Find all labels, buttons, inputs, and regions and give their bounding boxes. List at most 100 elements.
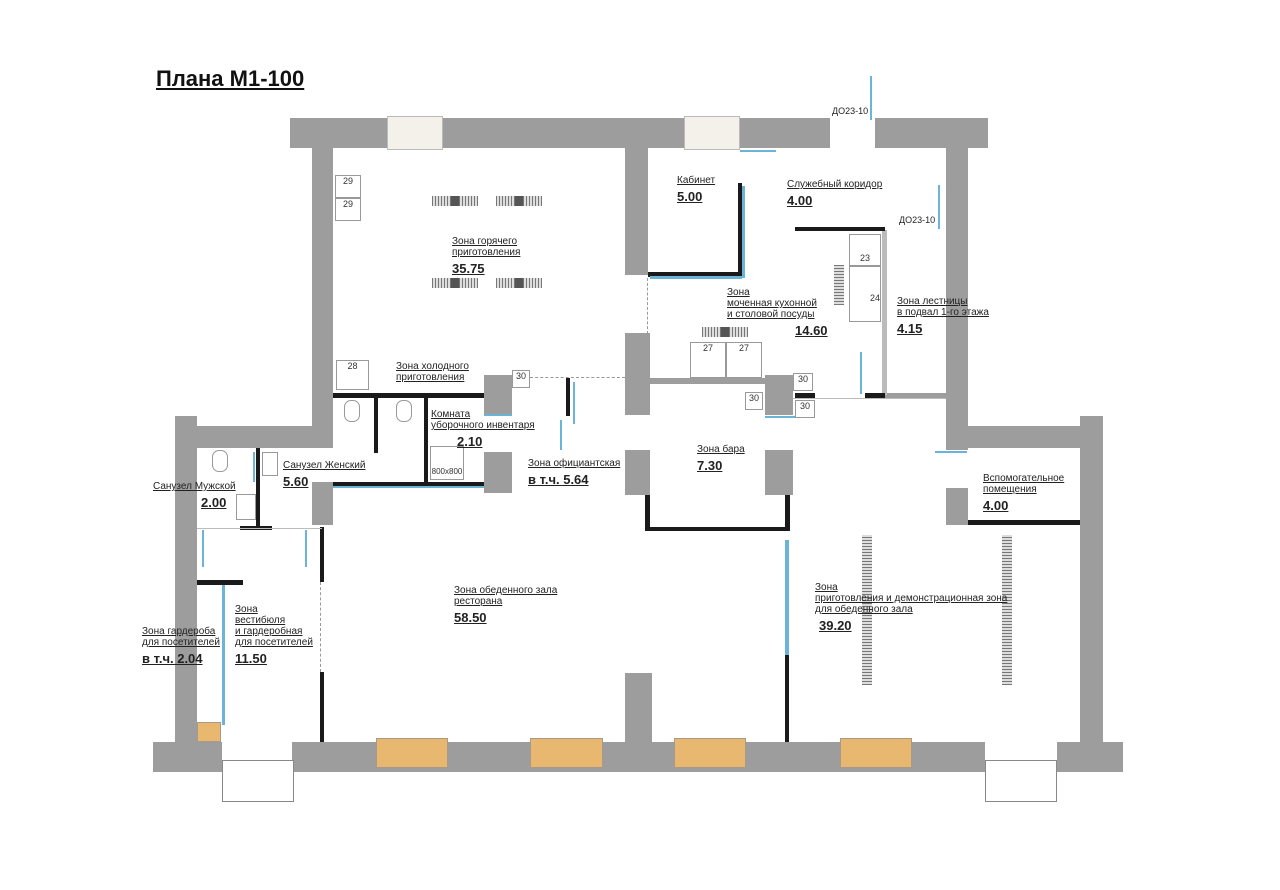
wall-top-left: [290, 118, 830, 148]
pillar: [765, 375, 793, 415]
wall-bottom: [1057, 742, 1123, 772]
room-name: для посетителей: [142, 637, 220, 648]
fixture-box: 30: [512, 370, 530, 388]
wall-bottom: [153, 742, 222, 772]
fixture-mark: 30: [515, 371, 526, 381]
door-leaf[interactable]: [935, 451, 967, 453]
door-leaf[interactable]: [573, 382, 575, 424]
room-area: 11.50: [235, 651, 267, 666]
partition-wc: [374, 395, 378, 453]
sink-icon: 29: [335, 198, 361, 221]
room-area: 14.60: [795, 323, 828, 338]
partition-cloak: [197, 580, 243, 585]
room-name: Санузел Женский: [283, 460, 366, 471]
shower-tray-icon: 800x800: [430, 446, 464, 480]
fixture-mark: 29: [342, 199, 353, 209]
pillar: [484, 452, 512, 493]
entrance-porch: [222, 760, 294, 802]
display-counter-icon: [1002, 535, 1012, 685]
room-area: в т.ч. 5.64: [528, 472, 589, 487]
partition-office: [738, 183, 742, 277]
partition-bar: [785, 495, 790, 531]
stove-icon: [496, 278, 542, 288]
room-name: Санузел Мужской: [153, 481, 236, 492]
fixture-mark: 800x800: [431, 467, 463, 476]
room-name: приготовления: [452, 247, 521, 258]
door-leaf[interactable]: [202, 530, 204, 567]
room-name: в подвал 1-го этажа: [897, 307, 989, 318]
sink-icon: 24: [849, 266, 881, 322]
glass-partition: [650, 276, 742, 279]
room-name: Служебный коридор: [787, 179, 883, 190]
room-name: для обеденного зала: [815, 604, 913, 615]
stove-icon: [432, 278, 478, 288]
door-leaf[interactable]: [484, 414, 512, 416]
fixture-mark: 30: [748, 393, 759, 403]
partition-bar: [645, 527, 790, 531]
door-leaf[interactable]: [560, 420, 562, 450]
glass-partition: [742, 186, 745, 278]
stove-icon: [702, 327, 748, 337]
plan-title: Плана М1-100: [156, 66, 305, 91]
toilet-icon: [396, 400, 412, 422]
partition-lobby: [320, 527, 324, 582]
wall-right-upper: [946, 148, 968, 450]
room-name: и столовой посуды: [727, 309, 815, 320]
room-name: помещения: [983, 484, 1037, 495]
door-leaf[interactable]: [870, 76, 872, 120]
room-name: Зона официантская: [528, 458, 621, 469]
room-area: 39.20: [819, 618, 852, 633]
zone-boundary: [647, 278, 648, 334]
window: [684, 116, 740, 150]
room-area: 35.75: [452, 261, 485, 276]
partition-waiters: [566, 378, 570, 416]
door-leaf[interactable]: [938, 185, 940, 229]
stove-icon: [496, 196, 542, 206]
room-name: уборочного инвентаря: [431, 420, 535, 431]
pillar: [625, 450, 650, 495]
partition-corridor: [795, 227, 885, 231]
room-name: Зона горячего: [452, 236, 518, 247]
washbasin-icon: [262, 452, 278, 476]
window: [530, 738, 603, 768]
wall-right-step: [946, 426, 1080, 448]
room-name: приготовления и демонстрационная зона: [815, 593, 1008, 604]
partition-wc: [333, 482, 484, 486]
partition-office: [648, 272, 742, 277]
room-name: ресторана: [454, 596, 503, 607]
pillar: [625, 148, 648, 275]
partition-aux: [968, 520, 1080, 525]
partition-stairs: [885, 393, 946, 399]
door-leaf[interactable]: [305, 530, 307, 567]
window: [674, 738, 746, 768]
room-name: Вспомогательное: [983, 473, 1065, 484]
fixture-mark: 28: [347, 361, 358, 371]
room-waiters: Зона официантская в т.ч. 5.64: [528, 458, 620, 488]
fixture-mark: 30: [799, 401, 810, 411]
door-leaf[interactable]: [253, 452, 255, 482]
door-leaf[interactable]: [860, 352, 862, 394]
room-area: 5.60: [283, 474, 309, 489]
room-name: Зона гардероба: [142, 626, 216, 637]
pillar: [625, 333, 650, 415]
wall-left-lower: [175, 416, 197, 742]
room-name: моченная кухонной: [727, 298, 817, 309]
wall-left-step: [197, 426, 333, 448]
zone-boundary: [197, 528, 322, 529]
room-name: Зона: [235, 604, 258, 615]
room-name: вестибюля: [235, 615, 286, 626]
room-area: в т.ч. 2.04: [142, 651, 203, 666]
door-leaf[interactable]: [740, 150, 776, 152]
door-leaf[interactable]: [765, 416, 797, 418]
